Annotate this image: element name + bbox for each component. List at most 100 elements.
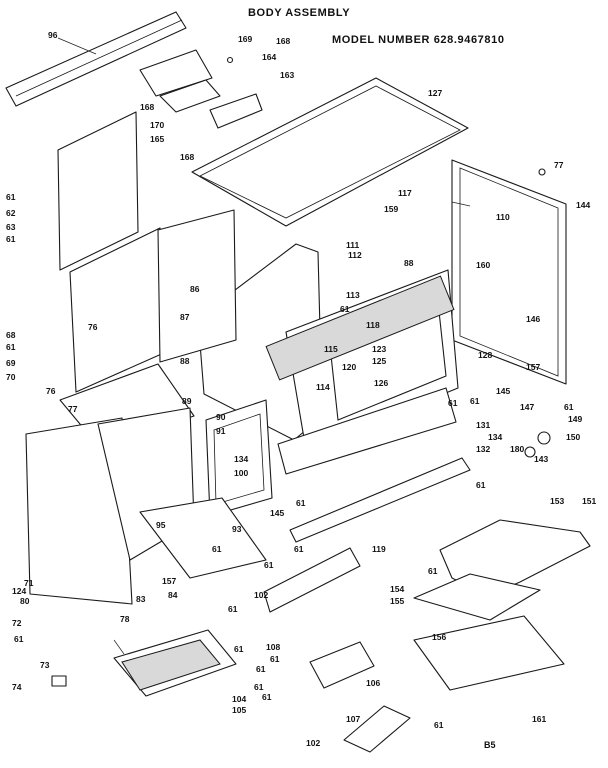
part-callout: 76 — [46, 386, 56, 396]
part-callout: 153 — [550, 496, 564, 506]
part-callout: 77 — [554, 160, 564, 170]
part-callout: 61 — [470, 396, 480, 406]
lower-element-bracket — [343, 705, 411, 753]
part-callout: 61 — [294, 544, 304, 554]
part-callout: 124 — [12, 586, 26, 596]
part-callout: 61 — [6, 342, 16, 352]
knob-149 — [537, 431, 551, 445]
part-callout: 86 — [190, 284, 200, 294]
part-callout: 68 — [6, 330, 16, 340]
part-callout: 61 — [212, 544, 222, 554]
part-callout: 168 — [276, 36, 290, 46]
part-callout: 95 — [156, 520, 166, 530]
part-callout: 61 — [264, 560, 274, 570]
broil-element-box — [263, 547, 361, 613]
part-callout: 76 — [88, 322, 98, 332]
part-callout: 180 — [510, 444, 524, 454]
part-callout: 155 — [390, 596, 404, 606]
part-callout: 61 — [228, 604, 238, 614]
part-callout: 93 — [232, 524, 242, 534]
part-callout: 168 — [180, 152, 194, 162]
lock-bracket — [209, 93, 263, 129]
part-callout: 132 — [476, 444, 490, 454]
part-callout: 83 — [136, 594, 146, 604]
part-callout: 61 — [296, 498, 306, 508]
part-callout: 154 — [390, 584, 404, 594]
model-number: MODEL NUMBER 628.9467810 — [332, 34, 505, 46]
part-callout: 120 — [342, 362, 356, 372]
part-callout: 127 — [428, 88, 442, 98]
part-callout: 78 — [120, 614, 130, 624]
part-callout: 149 — [568, 414, 582, 424]
part-callout: 63 — [6, 222, 16, 232]
part-callout: 145 — [270, 508, 284, 518]
part-callout: 168 — [140, 102, 154, 112]
door-panel — [205, 399, 273, 517]
part-callout: 61 — [256, 664, 266, 674]
part-callout: 107 — [346, 714, 360, 724]
part-callout: 61 — [476, 480, 486, 490]
part-callout: 145 — [496, 386, 510, 396]
part-callout: 70 — [6, 372, 16, 382]
part-callout: 61 — [270, 654, 280, 664]
page-title: BODY ASSEMBLY — [248, 7, 351, 19]
part-callout: 150 — [566, 432, 580, 442]
part-callout: 163 — [280, 70, 294, 80]
part-callout: 104 — [232, 694, 246, 704]
part-callout: 125 — [372, 356, 386, 366]
part-callout: 91 — [216, 426, 226, 436]
part-callout: 106 — [366, 678, 380, 688]
part-callout: 157 — [526, 362, 540, 372]
part-callout: 169 — [238, 34, 252, 44]
part-callout: 134 — [234, 454, 248, 464]
hinge-bracket — [159, 79, 221, 113]
part-callout: 110 — [496, 212, 510, 222]
part-callout: 100 — [234, 468, 248, 478]
part-callout: 90 — [216, 412, 226, 422]
top-cover — [191, 77, 469, 227]
part-callout: 151 — [582, 496, 596, 506]
part-callout: 61 — [14, 634, 24, 644]
part-callout: 61 — [254, 682, 264, 692]
part-callout: 61 — [234, 644, 244, 654]
part-callout: 118 — [366, 320, 380, 330]
knob-143 — [524, 446, 536, 458]
part-callout: 108 — [266, 642, 280, 652]
part-callout: 69 — [6, 358, 16, 368]
part-callout: 88 — [404, 258, 414, 268]
part-callout: 161 — [532, 714, 546, 724]
bottom-floor-panel — [139, 497, 267, 579]
broiler-pan-insert — [121, 639, 221, 691]
part-callout: 61 — [6, 192, 16, 202]
upper-oven-rack — [413, 573, 541, 621]
terminal-block — [309, 641, 375, 689]
rear-panel — [451, 159, 567, 385]
part-callout: 87 — [180, 312, 190, 322]
part-callout: 61 — [564, 402, 574, 412]
broiler-tray-element — [265, 275, 455, 381]
part-callout: 165 — [150, 134, 164, 144]
part-callout: 115 — [324, 344, 338, 354]
part-callout: 126 — [374, 378, 388, 388]
part-callout: 102 — [254, 590, 268, 600]
part-callout: 160 — [476, 260, 490, 270]
part-callout: 144 — [576, 200, 590, 210]
part-callout: 74 — [12, 682, 22, 692]
vent-bracket — [139, 49, 213, 97]
part-callout: 105 — [232, 705, 246, 715]
left-front-panel — [25, 417, 133, 605]
part-callout: 143 — [534, 454, 548, 464]
part-callout: 89 — [182, 396, 192, 406]
part-callout: 112 — [348, 250, 362, 260]
oven-bottom-pan — [277, 387, 457, 475]
left-insulation-panel — [57, 111, 139, 271]
rear-rail — [289, 457, 471, 543]
part-callout: 62 — [6, 208, 16, 218]
part-callout: 84 — [168, 590, 178, 600]
part-callout: 114 — [316, 382, 330, 392]
part-callout: 71 — [24, 578, 34, 588]
switch-74 — [51, 675, 67, 687]
part-callout: 61 — [340, 304, 350, 314]
part-callout: 146 — [526, 314, 540, 324]
